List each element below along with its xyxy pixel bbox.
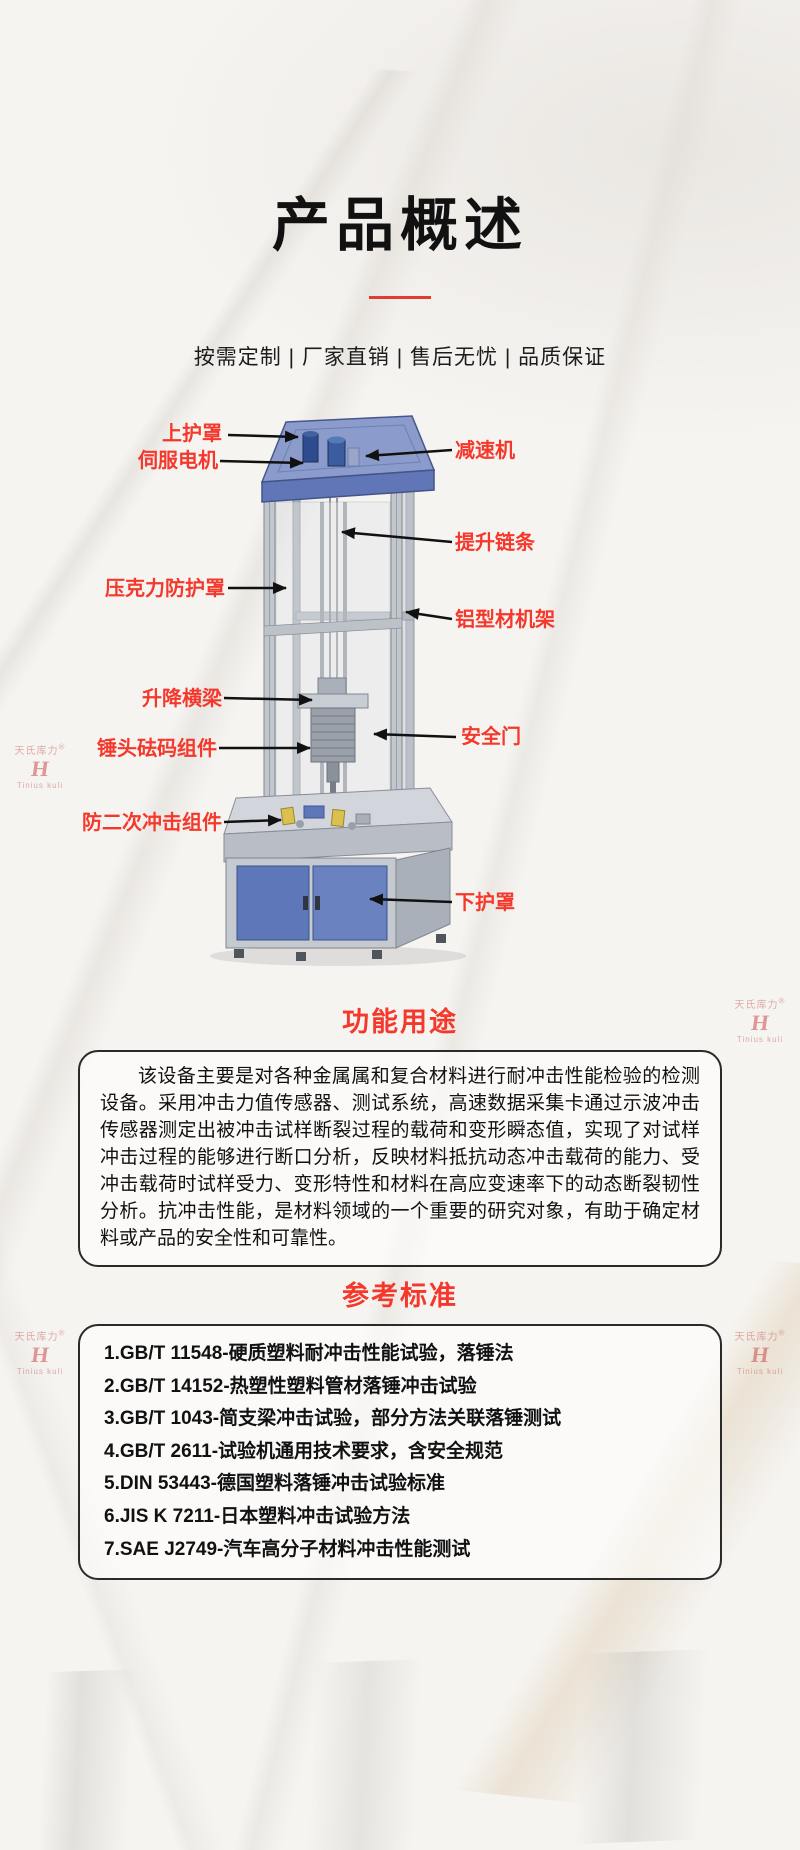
standard-item: 7.SAE J2749-汽车高分子材料冲击性能测试 [104, 1538, 471, 1560]
diagram-label-lower-shield: 下护罩 [455, 892, 515, 914]
diagram-label-servo-motor: 伺服电机 [138, 450, 218, 472]
diagram-label-acrylic-guard: 压克力防护罩 [105, 578, 225, 600]
callout-arrows [219, 430, 457, 906]
brand-watermark: 天氏库力® H Tinius kuli [4, 1328, 76, 1376]
brand-logo-icon: H [29, 1342, 51, 1367]
diagram-label-lifting-chain: 提升链条 [455, 532, 535, 554]
section-heading-function: 功能用途 [342, 1007, 458, 1037]
marble-vein [0, 1644, 800, 1850]
function-description-text: 该设备主要是对各种金属属和复合材料进行耐冲击性能检验的检测设备。采用冲击力值传感… [100, 1066, 700, 1249]
function-description-box: 该设备主要是对各种金属属和复合材料进行耐冲击性能检验的检测设备。采用冲击力值传感… [78, 1050, 722, 1267]
standard-item: 2.GB/T 14152-热塑性塑料管材落锤冲击试验 [104, 1375, 477, 1397]
standard-item: 4.GB/T 2611-试验机通用技术要求，含安全规范 [104, 1440, 504, 1462]
brand-watermark: 天氏库力® H Tinius kuli [724, 1328, 796, 1376]
title-divider [369, 296, 431, 299]
diagram-label-aluminum-frame: 铝型材机架 [455, 609, 555, 631]
diagram-label-top-shield: 上护罩 [162, 423, 222, 445]
tagline: 按需定制 | 厂家直销 | 售后无忧 | 品质保证 [193, 346, 607, 369]
diagram-label-lifting-beam: 升降横梁 [142, 688, 222, 710]
standard-item: 3.GB/T 1043-简支梁冲击试验，部分方法关联落锤测试 [104, 1408, 562, 1430]
diagram-label-safety-door: 安全门 [461, 726, 521, 748]
diagram-label-hammer-weights: 锤头砝码组件 [97, 738, 217, 760]
section-heading-standards: 参考标准 [342, 1281, 458, 1311]
standards-box: 1.GB/T 11548-硬质塑料耐冲击性能试验，落锤法 2.GB/T 1415… [78, 1324, 722, 1581]
machine-illustration [210, 415, 466, 966]
page-title: 产品概述 [271, 193, 528, 258]
standard-item: 1.GB/T 11548-硬质塑料耐冲击性能试验，落锤法 [104, 1343, 514, 1364]
brand-logo-icon: H [749, 1342, 771, 1367]
diagram-label-anti-secondary-impact: 防二次冲击组件 [82, 812, 222, 834]
diagram-label-reducer: 减速机 [455, 440, 515, 462]
standard-item: 5.DIN 53443-德国塑料落锤冲击试验标准 [104, 1473, 446, 1495]
product-diagram: 上护罩 伺服电机 压克力防护罩 升降横梁 锤头砝码组件 防二次冲击组件 减速机 … [0, 400, 800, 980]
standard-item: 6.JIS K 7211-日本塑料冲击试验方法 [104, 1505, 411, 1527]
